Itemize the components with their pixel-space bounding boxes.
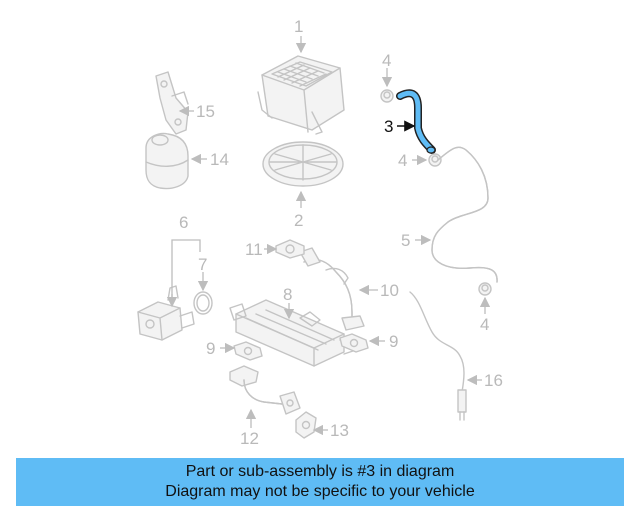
part-12-tube [229, 365, 301, 415]
callout-6: 6 [179, 213, 188, 232]
part-14-reservoir [145, 132, 189, 190]
callout-15: 15 [196, 102, 215, 121]
callout-14: 14 [210, 150, 229, 169]
part-5-pipe [431, 146, 498, 283]
callout-9b: 9 [389, 332, 398, 351]
part-2-air-filter [262, 141, 344, 187]
callout-10: 10 [380, 281, 399, 300]
callout-1: 1 [294, 17, 303, 36]
callout-5: 5 [401, 231, 410, 250]
callout-7: 7 [198, 255, 207, 274]
part-7-o-ring [193, 291, 213, 315]
callout-9a: 9 [206, 339, 215, 358]
part-4-clamp-bottom [478, 282, 492, 296]
callout-16: 16 [484, 371, 503, 390]
part-4-clamp-top [380, 89, 394, 103]
part-6-valve [137, 285, 195, 341]
parts-diagram: 1 2 3 4 4 4 5 [137, 17, 503, 448]
callout-8: 8 [283, 285, 292, 304]
info-banner: Part or sub-assembly is #3 in diagram Di… [16, 458, 624, 506]
callout-13: 13 [330, 421, 349, 440]
part-13-gasket [295, 411, 317, 439]
callout-4a: 4 [382, 51, 391, 70]
part-1-air-box [257, 55, 345, 135]
part-10-egr-pipe [299, 247, 365, 331]
part-9-gasket-left [233, 341, 263, 361]
callout-4c: 4 [480, 315, 489, 334]
callout-4b: 4 [398, 151, 407, 170]
callout-2: 2 [294, 211, 303, 230]
part-3-hose [396, 89, 436, 154]
leader-6-bracket [171, 239, 201, 304]
callout-3: 3 [384, 117, 393, 136]
part-11-gasket [275, 239, 305, 259]
part-8-cooler [229, 299, 357, 367]
banner-line-part: Part or sub-assembly is #3 in diagram [185, 463, 455, 480]
part-9-gasket-right [339, 333, 369, 353]
callout-12: 12 [240, 429, 259, 448]
part-15-bracket [155, 71, 189, 135]
callout-11: 11 [245, 240, 263, 259]
banner-line-disclaimer: Diagram may not be specific to your vehi… [165, 483, 475, 500]
part-16-sensor [409, 291, 467, 421]
part-4-clamp-middle [428, 153, 442, 167]
